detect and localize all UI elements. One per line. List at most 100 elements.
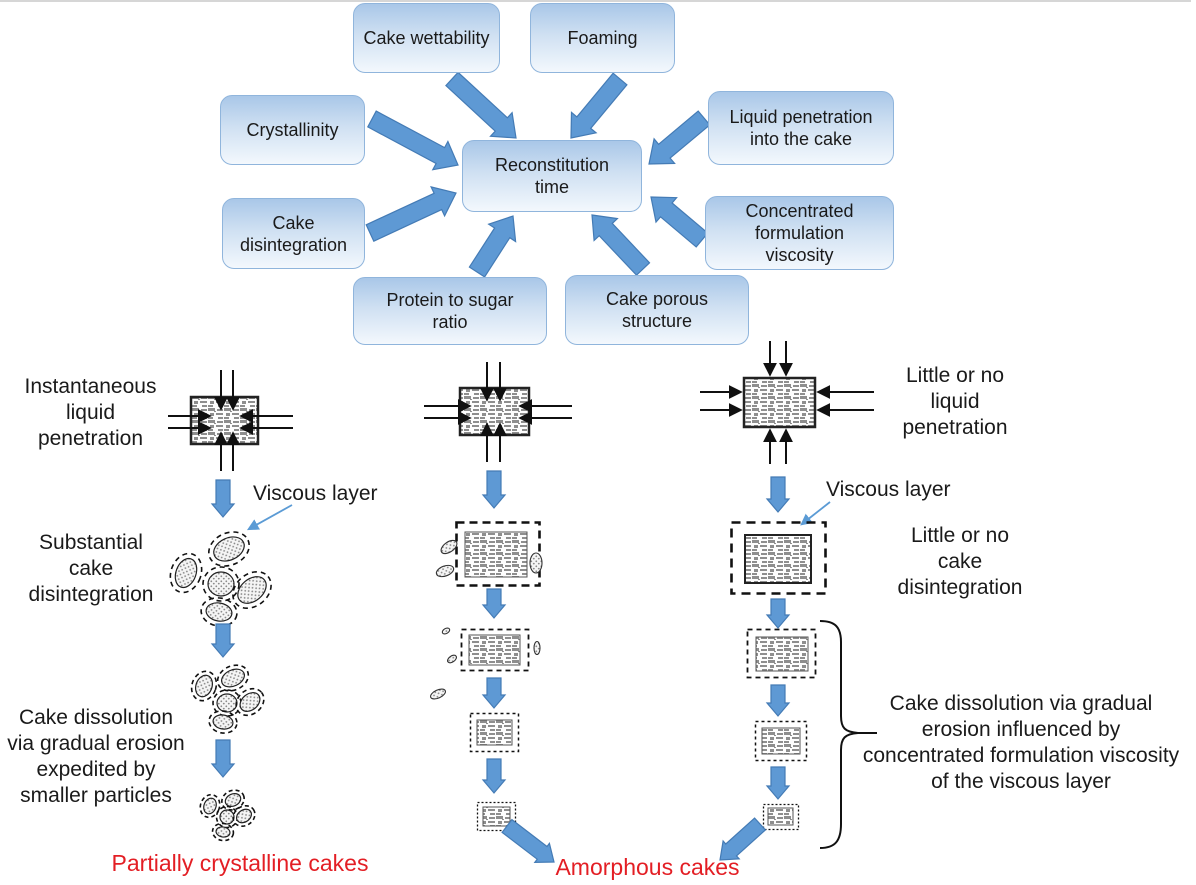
- factor-label: Cake porous structure: [605, 289, 709, 331]
- central-label: Reconstitution time: [494, 155, 610, 197]
- disintegrated-particles: [169, 531, 543, 842]
- right-cake-stage1: [700, 341, 874, 464]
- cake-particle: [174, 557, 198, 589]
- flow-arrows: [210, 71, 791, 864]
- factor-label: Protein to sugar ratio: [386, 290, 514, 332]
- flow-arrow: [570, 72, 628, 139]
- middle-cake-stage5: [476, 801, 517, 832]
- left-step3-label: Cake dissolution via gradual erosion exp…: [7, 706, 185, 807]
- flow-arrow: [501, 818, 555, 864]
- viscous-layer-pointer-right: [800, 501, 831, 526]
- cake-particle: [235, 687, 265, 717]
- cake-particle: [533, 640, 541, 656]
- cake-particle: [529, 552, 543, 574]
- cake-particle: [235, 808, 253, 824]
- middle-outcome-label: Amorphous cakes: [555, 854, 740, 880]
- left-step1-label: Instantaneous liquid penetration: [24, 375, 157, 450]
- cake-particle: [212, 714, 234, 730]
- flow-arrow: [210, 739, 236, 778]
- factor-label: Cake wettability: [363, 28, 490, 48]
- cake-particle: [190, 670, 218, 702]
- cake-particle: [202, 566, 240, 602]
- factor-box-liquid-penetration: Liquid penetration into the cake: [708, 91, 894, 165]
- flow-arrow: [366, 110, 459, 171]
- factor-box-cake-wettability: Cake wettability: [353, 3, 500, 73]
- cake-particle: [440, 539, 458, 555]
- flow-arrow: [591, 214, 651, 277]
- central-box-reconstitution-time: Reconstitution time: [462, 140, 642, 212]
- factor-box-foaming: Foaming: [530, 3, 675, 73]
- factor-box-cake-porous-structure: Cake porous structure: [565, 275, 749, 345]
- factor-label: Liquid penetration into the cake: [729, 107, 873, 149]
- left-outcome-label: Partially crystalline cakes: [111, 850, 369, 876]
- factor-box-crystallinity: Crystallinity: [220, 95, 365, 165]
- flow-arrow: [650, 196, 709, 248]
- factor-label: Cake disintegration: [239, 212, 348, 255]
- viscous-layer-pointer-left: [246, 504, 293, 531]
- flow-arrow: [648, 110, 711, 165]
- cake-particle: [232, 804, 256, 828]
- right-note-brace: [819, 620, 877, 849]
- flow-arrow: [765, 684, 791, 717]
- middle-cake-stage3: [460, 628, 530, 672]
- right-viscous-layer-label: Viscous layer: [826, 478, 951, 501]
- cake-particle: [199, 793, 221, 819]
- cake-particle: [232, 570, 272, 610]
- flow-arrow: [481, 588, 507, 619]
- cake-particle: [211, 822, 235, 842]
- cake-particle: [224, 792, 242, 808]
- middle-cake-stage2: [455, 521, 541, 587]
- cake-particle: [200, 597, 238, 627]
- flow-arrow: [765, 598, 791, 629]
- cake-particle: [194, 674, 214, 698]
- cake-particle: [435, 564, 455, 578]
- cake-particle: [221, 789, 245, 811]
- cake-particle: [208, 531, 250, 567]
- flow-arrow: [468, 215, 517, 278]
- cake-particle: [430, 688, 446, 700]
- flow-arrow: [210, 623, 236, 658]
- right-cake-stage3: [746, 628, 817, 679]
- cake-particle: [441, 627, 451, 635]
- right-cake-stage5: [762, 803, 800, 831]
- left-step2-label: Substantial cake disintegration: [28, 531, 154, 606]
- flow-arrow: [765, 476, 791, 513]
- right-step1-label: Little or no liquid penetration: [902, 364, 1008, 439]
- flow-arrow: [210, 479, 236, 518]
- right-note-label: Cake dissolution via gradual erosion inf…: [862, 692, 1180, 793]
- right-cake-stage2: [730, 521, 827, 595]
- cake-particle: [216, 664, 250, 692]
- factor-box-cake-disintegration: Cake disintegration: [222, 198, 365, 269]
- left-viscous-layer-label: Viscous layer: [253, 482, 378, 505]
- flow-arrow: [481, 677, 507, 709]
- cake-particle: [208, 710, 238, 734]
- right-step2-label: Little or no cake disintegration: [897, 524, 1023, 599]
- left-cake-stage1: [168, 370, 293, 471]
- middle-cake-stage4: [469, 712, 520, 753]
- flow-arrow: [481, 470, 507, 509]
- cake-particle: [239, 692, 261, 712]
- factor-label: Crystallinity: [246, 120, 339, 140]
- cake-particle: [221, 668, 245, 688]
- factor-label: Concentrated formulation viscosity: [745, 201, 854, 265]
- cake-particle: [203, 797, 217, 815]
- flow-arrow: [765, 766, 791, 800]
- flow-arrow: [445, 71, 517, 139]
- cake-particle: [169, 552, 203, 594]
- cake-particle: [219, 809, 235, 825]
- factor-box-protein-sugar-ratio: Protein to sugar ratio: [353, 277, 547, 345]
- cake-particle: [447, 654, 457, 664]
- right-cake-stage4: [754, 720, 808, 762]
- cake-particle: [215, 826, 231, 838]
- flow-arrow: [481, 758, 507, 794]
- factor-box-concentrated-viscosity: Concentrated formulation viscosity: [705, 196, 894, 270]
- factor-label: Foaming: [567, 28, 638, 48]
- top-divider: [0, 0, 1191, 2]
- cake-particle: [216, 693, 238, 713]
- flow-arrow: [365, 186, 457, 242]
- middle-cake-stage1: [424, 362, 572, 462]
- flow-arrow: [719, 817, 767, 861]
- cake-particle: [207, 571, 235, 597]
- cake-particle: [205, 602, 233, 622]
